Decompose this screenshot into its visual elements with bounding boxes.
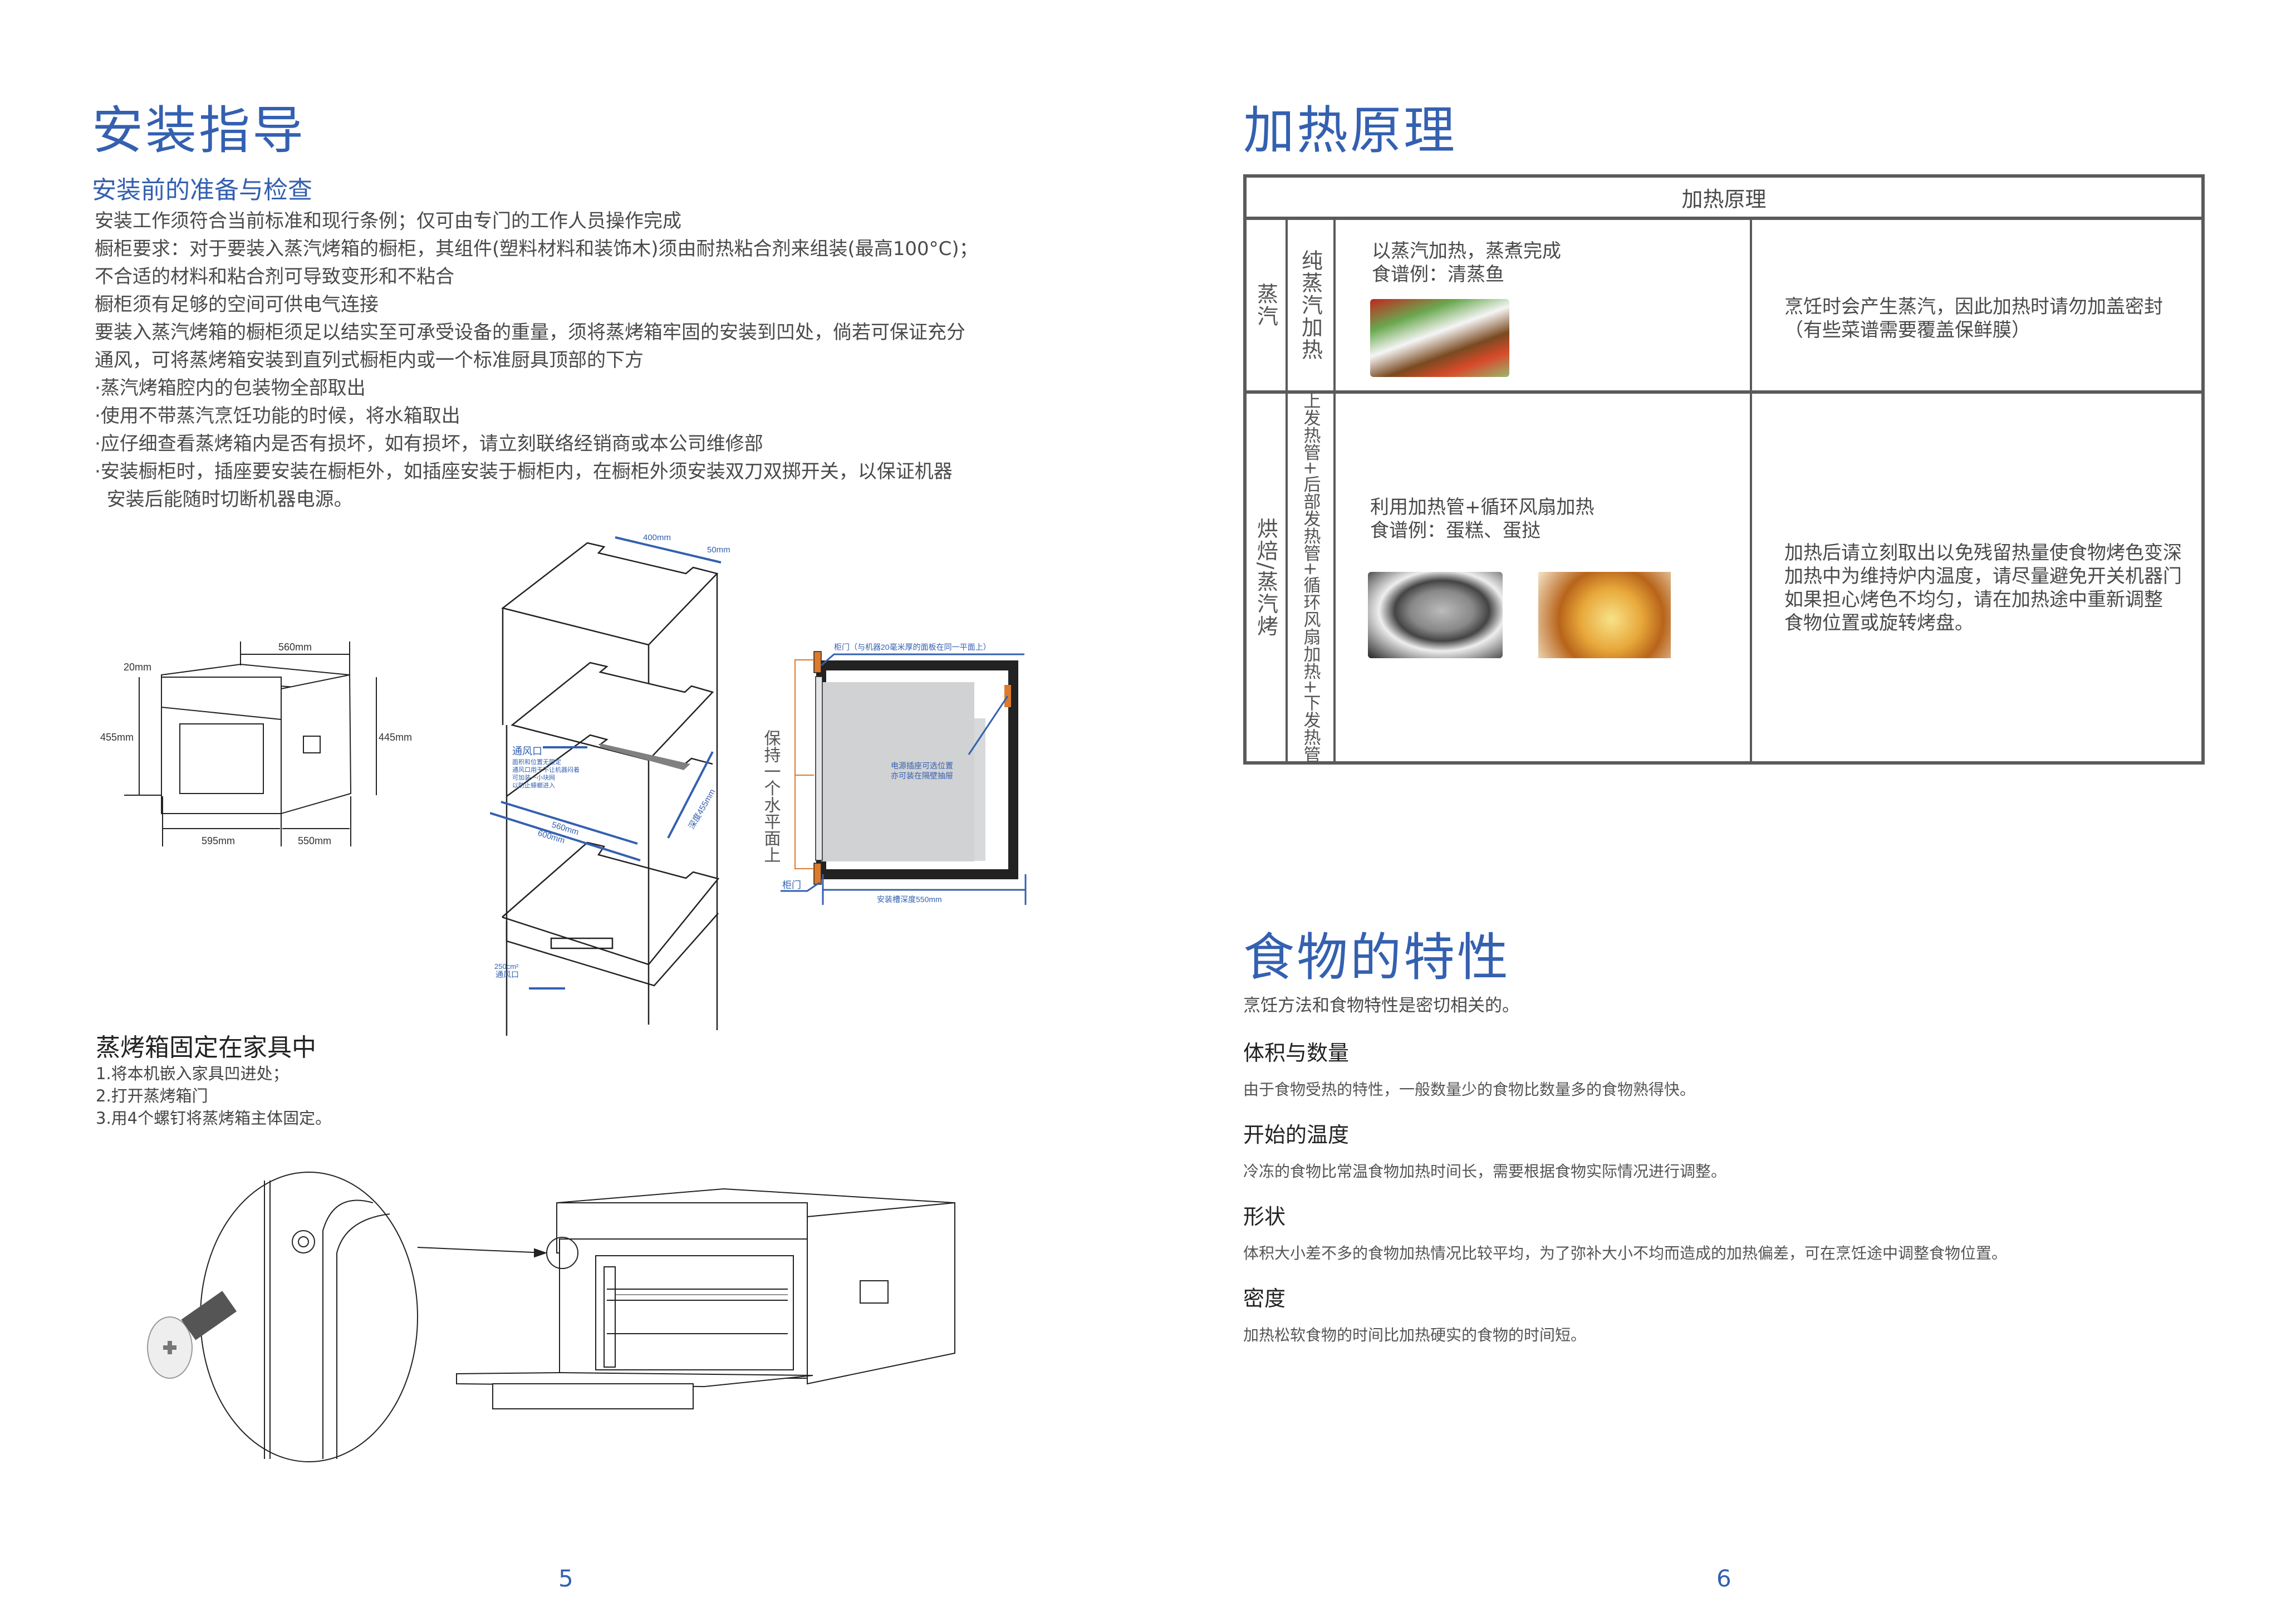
preparation-text: 安装工作须符合当前标准和现行条例；仅可由专门的工作人员操作完成 橱柜要求：对于要…	[95, 207, 978, 513]
food-item-text: 体积大小差不多的食物加热情况比较平均，为了弥补大小不均而造成的加热偏差，可在烹饪…	[1243, 1244, 2008, 1262]
dim-560mm: 560mm	[278, 641, 312, 653]
table-row-steam: 蒸汽 纯蒸汽加热 以蒸汽加热，蒸煮完成 食谱例：清蒸鱼 烹饪时会产生蒸汽，因此加…	[1247, 220, 2201, 394]
mode-label: 烘焙/蒸汽烤	[1253, 517, 1278, 638]
food-item: 开始的温度 冷冻的食物比常温食物加热时间长，需要根据食物实际情况进行调整。	[1243, 1118, 2217, 1199]
bullet-item: ·蒸汽烤箱腔内的包装物全部取出	[95, 377, 366, 399]
socket-note-1: 电源插座可选位置	[891, 761, 953, 770]
note: 烹饪时会产生蒸汽，因此加热时请勿加盖密封	[1784, 296, 2163, 318]
note: 加热中为维持炉内温度，请尽量避免开关机器门	[1784, 565, 2182, 587]
note: 食物位置或旋转烤盘。	[1784, 612, 1974, 634]
method-label: 上发热管+后部发热管+循环风扇加热+下发热管	[1300, 391, 1321, 763]
bullet-item: ·安装橱柜时，插座要安装在橱柜外，如插座安装于橱柜内，在橱柜外须安装双刀双掷开关…	[95, 461, 953, 483]
recipe: 食谱例：蛋糕、蛋挞	[1370, 520, 1541, 542]
egg-tart-photo	[1538, 572, 1671, 658]
bullet-item: ·应仔细查看蒸烤箱内是否有损坏，如有损坏，请立刻联络经销商或本公司维修部	[95, 433, 763, 455]
mode-label: 蒸汽	[1253, 283, 1278, 327]
vent-title: 通风口	[512, 746, 542, 757]
food-item-heading: 密度	[1243, 1286, 1286, 1311]
level-note: 保持一个水平面上	[763, 729, 781, 863]
door-note: 柜门（与机器20毫米厚的面板在同一平面上）	[834, 643, 991, 652]
food-item-text: 冷冻的食物比常温食物加热时间长，需要根据食物实际情况进行调整。	[1243, 1162, 1727, 1181]
paragraph: 安装工作须符合当前标准和现行条例；仅可由专门的工作人员操作完成	[95, 210, 681, 232]
food-item-heading: 形状	[1243, 1204, 1286, 1229]
oven-dimension-diagram: 20mm 560mm 455mm 445mm 595mm 550mm	[100, 641, 412, 846]
vent-slot	[600, 743, 690, 770]
page-title-installation: 安装指导	[92, 101, 306, 160]
dim-455mm: 455mm	[100, 732, 134, 743]
page-title-heating: 加热原理	[1243, 101, 1458, 160]
description: 以蒸汽加热，蒸煮完成	[1372, 240, 1561, 262]
fix-step: 1.将本机嵌入家具凹进处；	[96, 1064, 289, 1083]
food-item: 体积与数量 由于食物受热的特性，一般数量少的食物比数量多的食物熟得快。	[1243, 1036, 2217, 1118]
food-items: 体积与数量 由于食物受热的特性，一般数量少的食物比数量多的食物熟得快。 开始的温…	[1243, 1036, 2217, 1363]
vent-note: 面积和位置无限定	[512, 758, 561, 766]
bottom-door-label: 柜门	[782, 880, 801, 890]
fix-step: 3.用4个螺钉将蒸烤箱主体固定。	[96, 1109, 332, 1128]
vent-note: 以防止蟑螂进入	[512, 781, 555, 789]
method-label: 纯蒸汽加热	[1298, 249, 1323, 361]
table-row-bake: 烘焙/蒸汽烤 上发热管+后部发热管+循环风扇加热+下发热管 利用加热管+循环风扇…	[1247, 391, 2201, 763]
paragraph: 橱柜须有足够的空间可供电气连接	[95, 293, 379, 316]
oven-fixing-illustration	[147, 1172, 955, 1462]
description: 利用加热管+循环风扇加热	[1370, 496, 1595, 518]
note: 加热后请立刻取出以免残留热量使食物烤色变深	[1784, 542, 2182, 564]
food-item-heading: 开始的温度	[1243, 1123, 1350, 1147]
dim-50mm: 50mm	[707, 545, 730, 555]
food-item: 形状 体积大小差不多的食物加热情况比较平均，为了弥补大小不均而造成的加热偏差，可…	[1243, 1199, 2217, 1281]
paragraph: 不合适的材料和粘合剂可导致变形和不粘合	[95, 266, 454, 288]
dim-550mm: 550mm	[298, 835, 331, 846]
side-section-diagram: 柜门（与机器20毫米厚的面板在同一平面上） 保持一个水平面上 电源插座可选位置 …	[763, 643, 1027, 905]
section-title-preparation: 安装前的准备与检查	[92, 176, 312, 204]
vent-area: 250cm²	[494, 962, 519, 971]
dim-20mm: 20mm	[124, 662, 151, 673]
fix-step: 2.打开蒸烤箱门	[96, 1086, 208, 1105]
slot-depth-label: 安装槽深度550mm	[877, 895, 942, 904]
dim-595mm: 595mm	[202, 835, 235, 846]
page-number-right: 6	[1716, 1565, 1731, 1592]
bottom-vent-label: 通风口	[495, 970, 519, 979]
food-item-text: 由于食物受热的特性，一般数量少的食物比数量多的食物熟得快。	[1243, 1080, 1696, 1099]
bullet-item: 安装后能随时切断机器电源。	[95, 488, 353, 511]
table-header: 加热原理	[1247, 178, 2201, 220]
fix-section-title: 蒸烤箱固定在家具中	[96, 1034, 316, 1062]
vent-note: 可加装一小块网	[512, 774, 555, 781]
note: 如果担心烤色不均匀，请在加热途中重新调整	[1784, 589, 2163, 611]
fix-steps: 1.将本机嵌入家具凹进处； 2.打开蒸烤箱门 3.用4个螺钉将蒸烤箱主体固定。	[96, 1062, 331, 1129]
paragraph: 要装入蒸汽烤箱的橱柜须足以结实至可承受设备的重量，须将蒸烤箱牢固的安装到凹处，倘…	[95, 321, 965, 344]
screw-icon	[147, 1291, 237, 1379]
food-intro: 烹饪方法和食物特性是密切相关的。	[1243, 996, 1519, 1016]
food-item-text: 加热松软食物的时间比加热硬实的食物的时间短。	[1243, 1326, 1587, 1344]
food-item-heading: 体积与数量	[1243, 1041, 1350, 1065]
steamed-fish-photo	[1370, 299, 1509, 377]
food-item: 密度 加热松软食物的时间比加热硬实的食物的时间短。	[1243, 1281, 2217, 1363]
note: （有些菜谱需要覆盖保鲜膜）	[1784, 319, 2030, 341]
paragraph: 通风，可将蒸烤箱安装到直列式橱柜内或一个标准厨具顶部的下方	[95, 349, 644, 371]
dim-445mm: 445mm	[379, 732, 412, 743]
page-number-left: 5	[558, 1565, 573, 1592]
bullet-item: ·使用不带蒸汽烹饪功能的时候，将水箱取出	[95, 405, 460, 427]
cake-photo	[1368, 572, 1503, 658]
cabinet-diagram: 400mm 50mm 通风口 面积和位置无限定 通风口用于不让机器闷着 可加装一…	[490, 533, 730, 1036]
vent-note: 通风口用于不让机器闷着	[512, 766, 580, 773]
recipe: 食谱例：清蒸鱼	[1372, 263, 1504, 286]
dim-400mm: 400mm	[643, 533, 671, 542]
heating-principle-table: 加热原理 蒸汽 纯蒸汽加热 以蒸汽加热，蒸煮完成 食谱例：清蒸鱼 烹饪时会产生蒸…	[1243, 174, 2205, 765]
paragraph: 橱柜要求：对于要装入蒸汽烤箱的橱柜，其组件(塑料材料和装饰木)须由耐热粘合剂来组…	[95, 238, 978, 260]
food-section-title: 食物的特性	[1243, 928, 1511, 987]
socket-note-2: 亦可装在隔壁抽屉	[891, 771, 953, 780]
